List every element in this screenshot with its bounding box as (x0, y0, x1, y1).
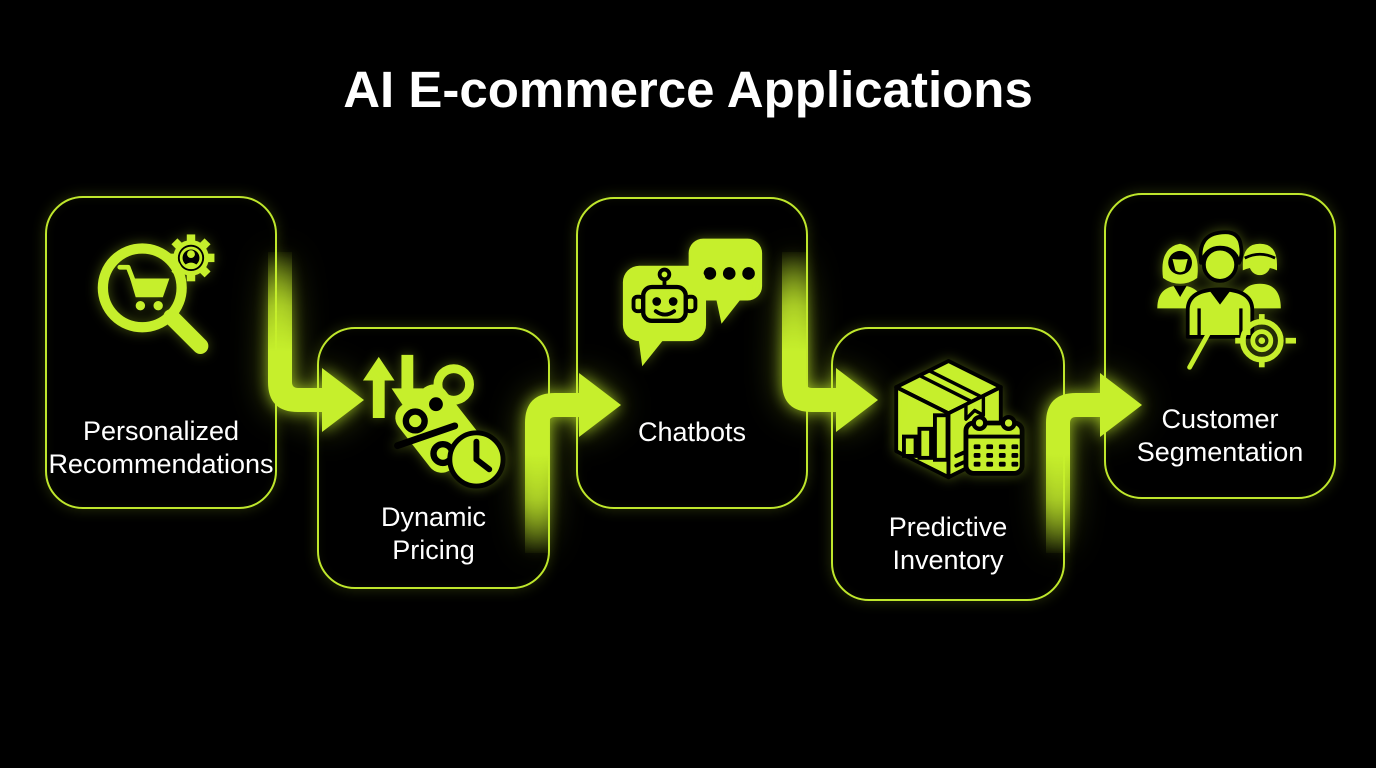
card-dynamic-pricing: Dynamic Pricing (317, 327, 550, 589)
card-label: Predictive Inventory (888, 512, 1008, 576)
page-title: AI E-commerce Applications (343, 61, 1033, 118)
card-chatbots: Chatbots (576, 197, 808, 509)
up-right-arrow-1 (525, 373, 621, 553)
box-bar-chart-calendar-icon (893, 359, 1025, 480)
card-label: Customer Segmentation (1136, 404, 1304, 468)
price-tag-arrows-clock-icon (362, 354, 506, 489)
card-label: Personalized Recommendations (48, 416, 274, 480)
card-personalized-recommendations: Personalized Recommendations (45, 196, 277, 509)
down-right-arrow-2 (782, 252, 878, 432)
up-right-arrow-2 (1046, 373, 1142, 553)
card-customer-segmentation: Customer Segmentation (1104, 193, 1336, 499)
cart-search-gear-icon (97, 234, 215, 354)
card-predictive-inventory: Predictive Inventory (831, 327, 1065, 601)
card-label: Dynamic Pricing (380, 502, 487, 566)
card-label: Chatbots (637, 417, 747, 448)
down-right-arrow-1 (268, 252, 364, 432)
people-target-icon (1157, 230, 1296, 370)
chat-bubbles-robot-icon (622, 238, 762, 367)
